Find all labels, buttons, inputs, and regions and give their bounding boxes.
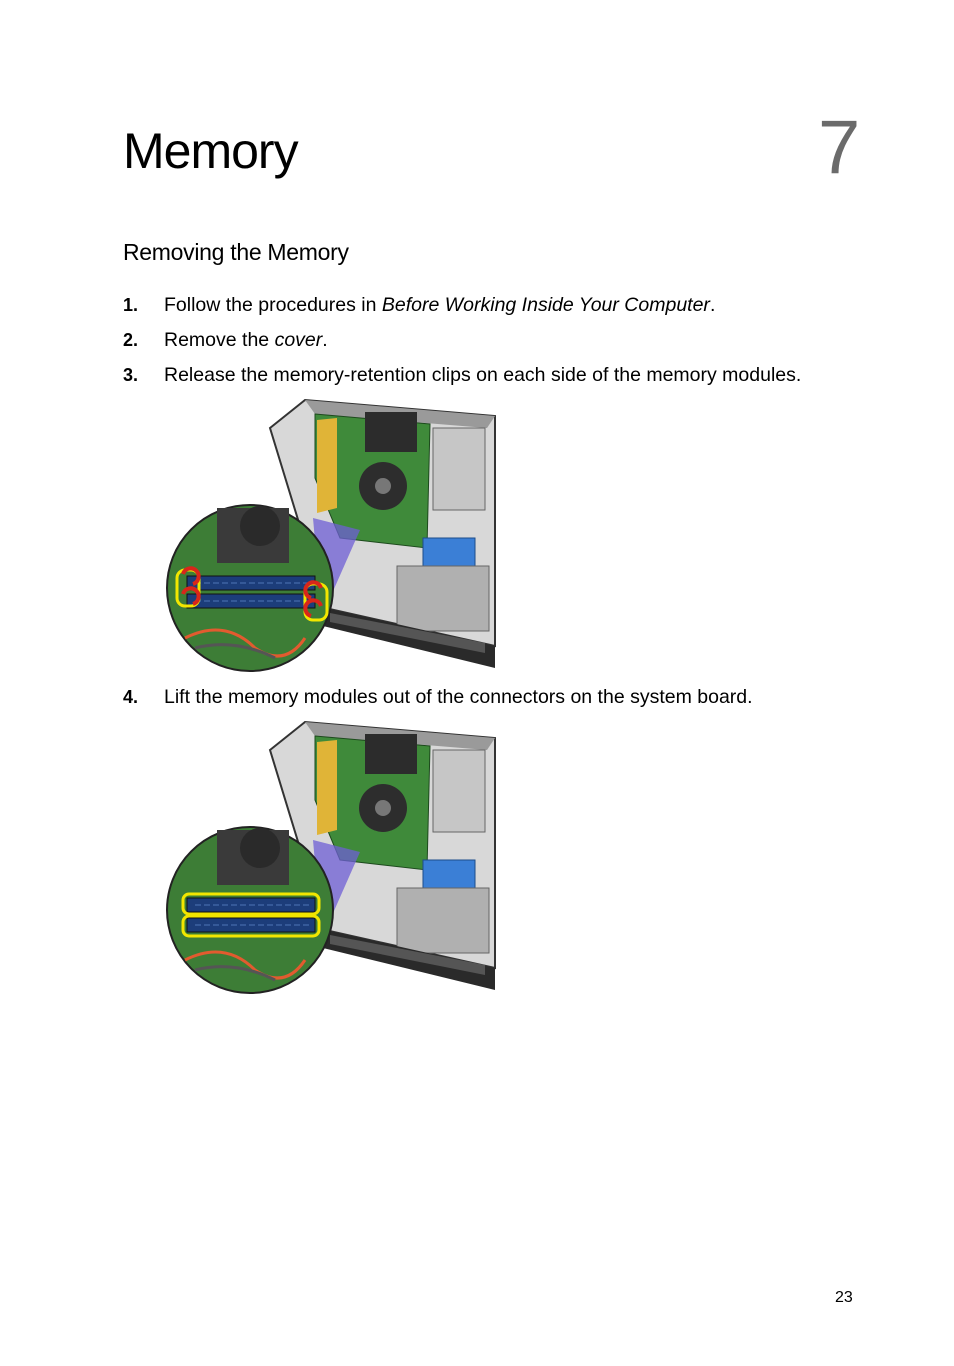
step-number: 1. [123, 295, 139, 315]
memory-modules-lift-figure [166, 720, 496, 994]
step-2: 2.Remove the cover. [123, 329, 328, 351]
before-working-link[interactable]: Before Working Inside Your Computer [381, 294, 710, 316]
memory-clips-release-figure [166, 398, 496, 672]
step-number: 4. [123, 687, 139, 707]
step-text: Follow the procedures in [164, 294, 382, 316]
step-4: 4. Lift the memory modules out of the con… [123, 686, 753, 709]
step-3: 3. Release the memory-retention clips on … [123, 364, 801, 387]
step-number: 3. [123, 365, 139, 385]
step-text: Remove the [164, 329, 275, 351]
step-number: 2. [123, 330, 139, 350]
step-1: 1. Follow the procedures in Before Workin… [123, 294, 716, 316]
step-text: Lift the memory modules out of the conne… [164, 686, 753, 708]
section-title: Removing the Memory [123, 239, 349, 265]
cover-link[interactable]: cover [274, 329, 323, 351]
page-number: 23 [835, 1289, 853, 1306]
chapter-number: 7 [818, 105, 861, 190]
step-text: Release the memory-retention clips on ea… [164, 364, 802, 386]
chapter-title: Memory [123, 123, 299, 179]
